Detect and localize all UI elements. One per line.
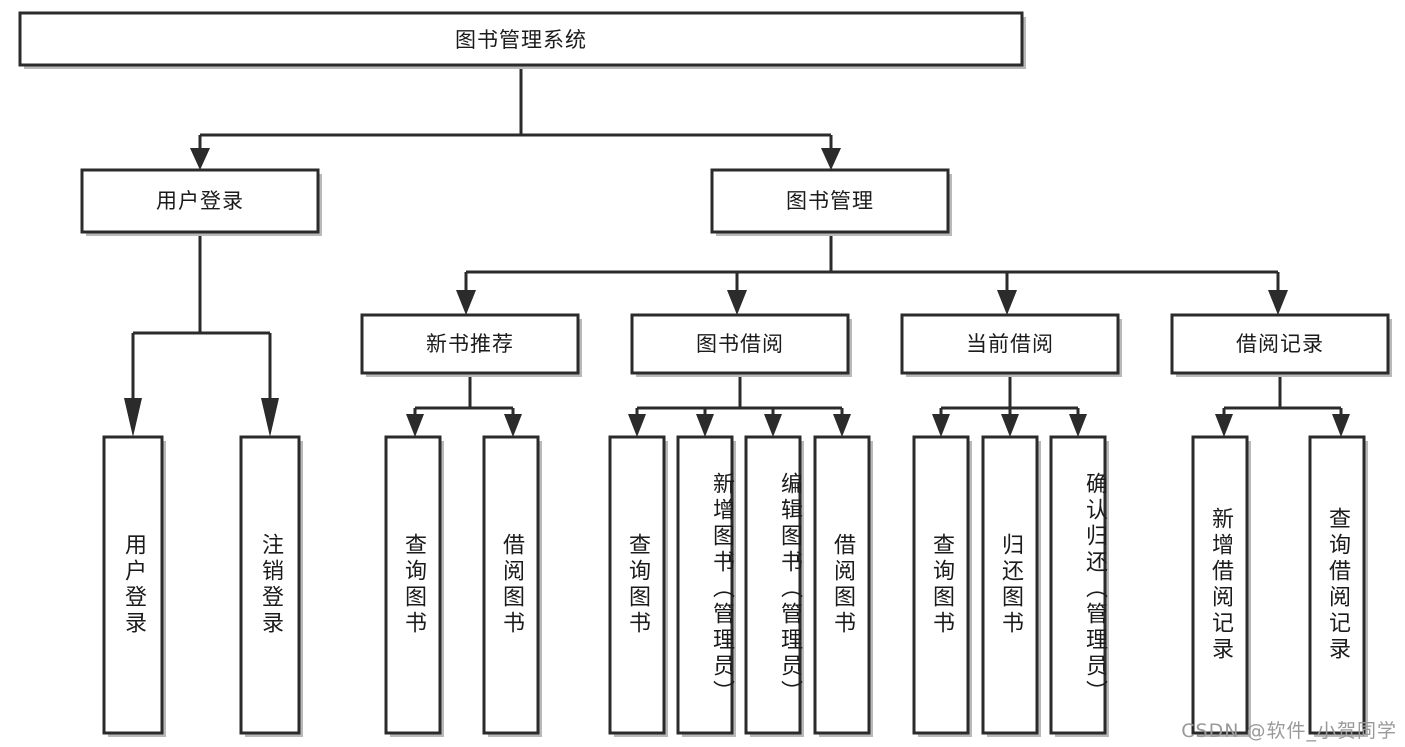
arrow-currentborrow-leaf-2 [1001,414,1019,437]
leaf-query-borrow-record-box[interactable] [1308,435,1366,735]
arrow-borrowrecord-leaf-1 [1215,414,1233,437]
leaf-return-book-box[interactable] [981,435,1039,735]
root-node-box[interactable] [18,11,1024,67]
leaf-confirm-return-box[interactable] [1049,435,1107,735]
connector-layer [124,66,1350,437]
user-login-node-label: 用户登录 [156,189,244,213]
borrow-record-node-label: 借阅记录 [1236,332,1324,356]
leaf-add-book-box[interactable] [676,435,734,735]
leaf-add-borrow-record-box[interactable] [1191,435,1249,735]
book-manage-node-label: 图书管理 [786,189,874,213]
leaf-query-book-1-box[interactable] [384,435,442,735]
arrow-root-to-book-manage [821,148,841,170]
leaf-borrow-book-1-box[interactable] [482,435,540,735]
arrow-newbook-leaf-1 [406,414,424,437]
new-book-recommend-node-box[interactable] [360,313,580,375]
arrow-newbook-leaf-2 [504,414,522,437]
arrow-user-login-leaf-2 [261,398,279,437]
leaf-query-book-3-box[interactable] [912,435,970,735]
arrow-bm-to-book-borrow [727,290,747,315]
user-login-node-box[interactable] [80,168,320,234]
arrow-user-login-leaf-1 [124,398,142,437]
book-borrow-node-box[interactable] [630,313,850,375]
arrow-bookborrow-leaf-2 [696,414,714,437]
arrow-currentborrow-leaf-3 [1069,414,1087,437]
current-borrow-node-label: 当前借阅 [966,332,1054,356]
arrow-currentborrow-leaf-1 [932,414,950,437]
leaf-user-login-box[interactable] [102,435,164,735]
borrow-record-node-box[interactable] [1170,313,1390,375]
leaf-edit-book-box[interactable] [744,435,802,735]
leaf-query-book-2-box[interactable] [608,435,666,735]
watermark-text: CSDN @软件_小贺同学 [1181,720,1397,742]
current-borrow-node-box[interactable] [900,313,1120,375]
arrow-bookborrow-leaf-4 [833,414,851,437]
arrow-bm-to-new-book [456,290,476,315]
arrow-borrowrecord-leaf-2 [1332,414,1350,437]
leaf-borrow-book-2-box[interactable] [813,435,871,735]
leaf-logout-login-box[interactable] [239,435,301,735]
book-borrow-node-label: 图书借阅 [696,332,784,356]
new-book-recommend-node-label: 新书推荐 [426,332,514,356]
book-manage-node-box[interactable] [710,168,950,234]
arrow-bookborrow-leaf-3 [764,414,782,437]
arrow-bookborrow-leaf-1 [628,414,646,437]
root-node-label: 图书管理系统 [455,28,587,52]
arrow-bm-to-borrow-record [1268,290,1288,315]
node-layer: 图书管理系统 用户登录 图书管理 新书推荐 图书借阅 当前借阅 借阅记录 [18,11,1392,737]
arrow-bm-to-current-borrow [997,290,1017,315]
arrow-root-to-user-login [190,148,210,170]
